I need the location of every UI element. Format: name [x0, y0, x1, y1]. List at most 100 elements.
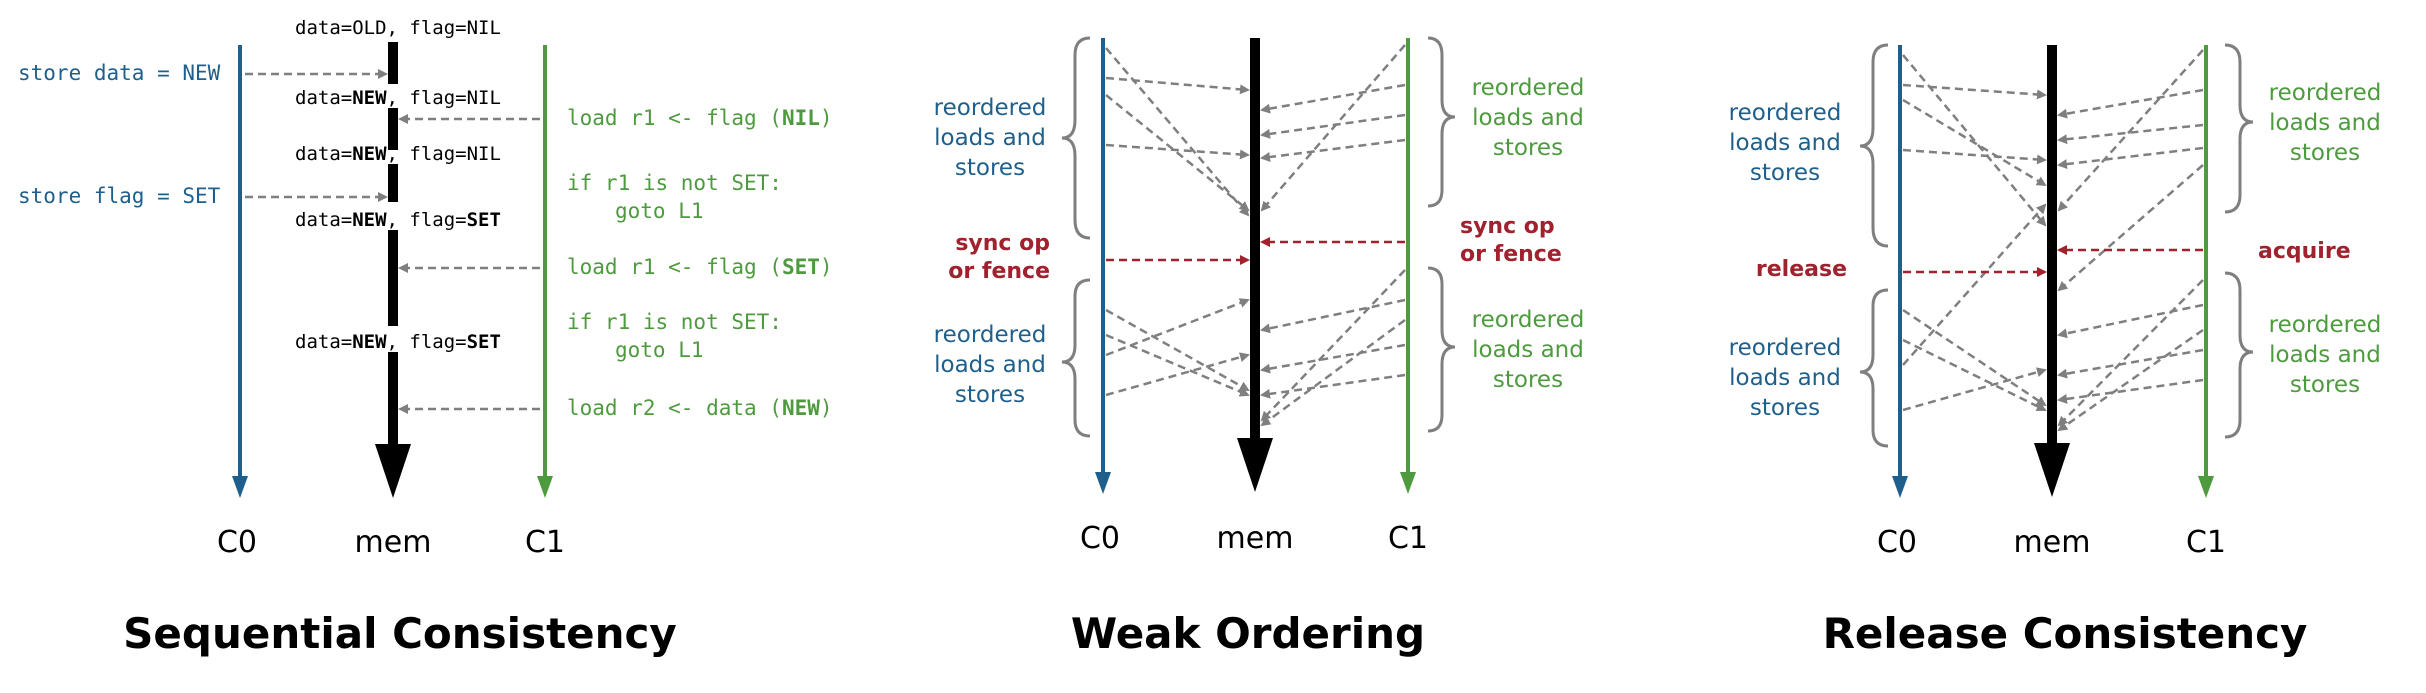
c0-reordered-label-upper-3: stores — [955, 155, 1025, 181]
reorder-arrow — [1902, 148, 2047, 165]
c1-reordered-label-upper-1: reordered — [1472, 75, 1585, 101]
c1-reordered-label-upper-2: loads and — [2269, 110, 2381, 136]
mem-timeline-segment — [388, 352, 398, 444]
mem-state-4: data=NEW, flag=SET — [295, 209, 501, 231]
reorder-arrow — [1260, 373, 1406, 399]
sequential-consistency-panel: data=OLD, flag=NIL data=NEW, flag=NIL da… — [18, 17, 833, 658]
c1-op-goto-2: goto L1 — [615, 338, 704, 362]
c1-reordered-label-lower-3: stores — [1493, 367, 1563, 393]
brace-c1-lower — [1427, 266, 1456, 433]
c0-op-store-flag: store flag = SET — [18, 184, 221, 208]
mem-state-2: data=NEW, flag=NIL — [295, 87, 501, 109]
lane-label-c1: C1 — [2186, 525, 2226, 560]
reorder-arrow — [2057, 279, 2204, 427]
c0-reordered-label-upper-1: reordered — [1729, 100, 1842, 126]
brace-c0-lower — [1859, 288, 1889, 448]
brace-c1-upper — [2224, 43, 2254, 214]
c0-reordered-label-lower-3: stores — [955, 382, 1025, 408]
brace-c1-lower — [2224, 271, 2254, 439]
c1-sync-label-1: sync op — [1460, 214, 1555, 239]
reorder-arrow — [2057, 88, 2204, 119]
c1-reordered-label-upper-3: stores — [2290, 140, 2360, 166]
c0-reordered-label-upper-1: reordered — [934, 95, 1047, 121]
c1-timeline-arrowhead — [1400, 472, 1416, 494]
c1-op-load-flag-1: load r1 <- flag (NIL) — [567, 106, 833, 130]
reorder-arrow — [1105, 333, 1250, 397]
reorder-arrow — [2057, 378, 2204, 404]
reorder-arrow — [1105, 308, 1250, 392]
reorder-arrow — [1105, 298, 1250, 357]
lane-label-c0: C0 — [217, 525, 257, 560]
reorder-arrow — [2057, 348, 2204, 379]
c0-reordered-label-lower-2: loads and — [934, 352, 1046, 378]
reorder-arrow — [1105, 94, 1250, 212]
acquire-label: acquire — [2258, 239, 2351, 264]
c0-reordered-label-lower-1: reordered — [1729, 335, 1842, 361]
c1-op-goto-1: goto L1 — [615, 199, 704, 223]
lane-label-c0: C0 — [1080, 521, 1120, 556]
reorder-arrow — [1902, 308, 2047, 407]
c0-timeline-arrowhead — [1892, 476, 1908, 498]
c0-sync-label-2: or fence — [948, 259, 1050, 284]
c1-op-if-2: if r1 is not SET: — [567, 310, 782, 334]
reorder-arrow — [2057, 303, 2204, 339]
c0-reordered-label-lower-2: loads and — [1729, 365, 1841, 391]
lane-label-mem: mem — [1217, 521, 1294, 556]
mem-timeline-segment — [388, 108, 398, 150]
release-consistency-panel: reordered loads and stores reordered loa… — [1729, 43, 2382, 658]
c1-reordered-label-lower-1: reordered — [2269, 312, 2382, 338]
lane-label-c0: C0 — [1877, 525, 1917, 560]
c0-reordered-label-lower-1: reordered — [934, 322, 1047, 348]
c0-reordered-label-upper-2: loads and — [934, 125, 1046, 151]
c0-timeline-arrowhead — [1095, 472, 1111, 494]
weak-ordering-panel: reordered loads and stores reordered loa… — [934, 36, 1585, 658]
reorder-arrow — [1260, 298, 1406, 334]
c0-reordered-label-lower-3: stores — [1750, 395, 1820, 421]
mem-timeline-segment — [388, 42, 398, 84]
reorder-arrow — [1105, 47, 1250, 217]
mem-state-5: data=NEW, flag=SET — [295, 331, 501, 353]
reorder-arrow — [1902, 54, 2047, 227]
mem-state-1: data=OLD, flag=NIL — [295, 17, 501, 39]
lane-label-c1: C1 — [525, 525, 565, 560]
mem-timeline-segment — [388, 164, 398, 202]
reorder-arrow — [1260, 318, 1406, 427]
mem-timeline-segment — [388, 230, 398, 326]
reorder-arrow — [2057, 123, 2204, 145]
reorder-arrow — [2057, 146, 2204, 170]
reorder-arrow — [1902, 367, 2047, 412]
lane-label-mem: mem — [355, 525, 432, 560]
c1-op-load-flag-2: load r1 <- flag (SET) — [567, 255, 833, 279]
reorder-arrow — [1902, 98, 2047, 187]
c1-op-if-1: if r1 is not SET: — [567, 171, 782, 195]
mem-state-3: data=NEW, flag=NIL — [295, 143, 501, 165]
reorder-arrow — [1260, 343, 1406, 374]
mem-timeline-arrowhead — [375, 444, 411, 498]
brace-c0-upper — [1061, 36, 1091, 240]
c0-reordered-label-upper-3: stores — [1750, 160, 1820, 186]
lane-label-mem: mem — [2014, 525, 2091, 560]
panel-title-sequential: Sequential Consistency — [123, 609, 677, 658]
c1-op-load-data: load r2 <- data (NEW) — [567, 396, 833, 420]
reorder-arrow — [1260, 44, 1406, 212]
brace-c0-lower — [1061, 278, 1091, 438]
c0-timeline-arrowhead — [232, 476, 248, 498]
c1-reordered-label-upper-1: reordered — [2269, 80, 2382, 106]
c0-op-store-data: store data = NEW — [18, 61, 221, 85]
brace-c1-upper — [1427, 36, 1456, 208]
reorder-arrow — [1902, 203, 2047, 366]
c1-timeline-arrowhead — [537, 476, 553, 498]
c1-reordered-label-lower-1: reordered — [1472, 307, 1585, 333]
reorder-arrow — [1105, 352, 1250, 397]
c1-sync-label-2: or fence — [1460, 242, 1562, 267]
reorder-arrow — [2057, 164, 2204, 292]
reorder-arrow — [1260, 83, 1406, 114]
brace-c0-upper — [1859, 43, 1889, 248]
c1-reordered-label-upper-2: loads and — [1472, 105, 1584, 131]
reorder-arrow — [2057, 328, 2204, 432]
c0-reordered-label-upper-2: loads and — [1729, 130, 1841, 156]
lane-label-c1: C1 — [1388, 521, 1428, 556]
reorder-arrow — [1260, 269, 1406, 422]
c1-reordered-label-lower-3: stores — [2290, 372, 2360, 398]
